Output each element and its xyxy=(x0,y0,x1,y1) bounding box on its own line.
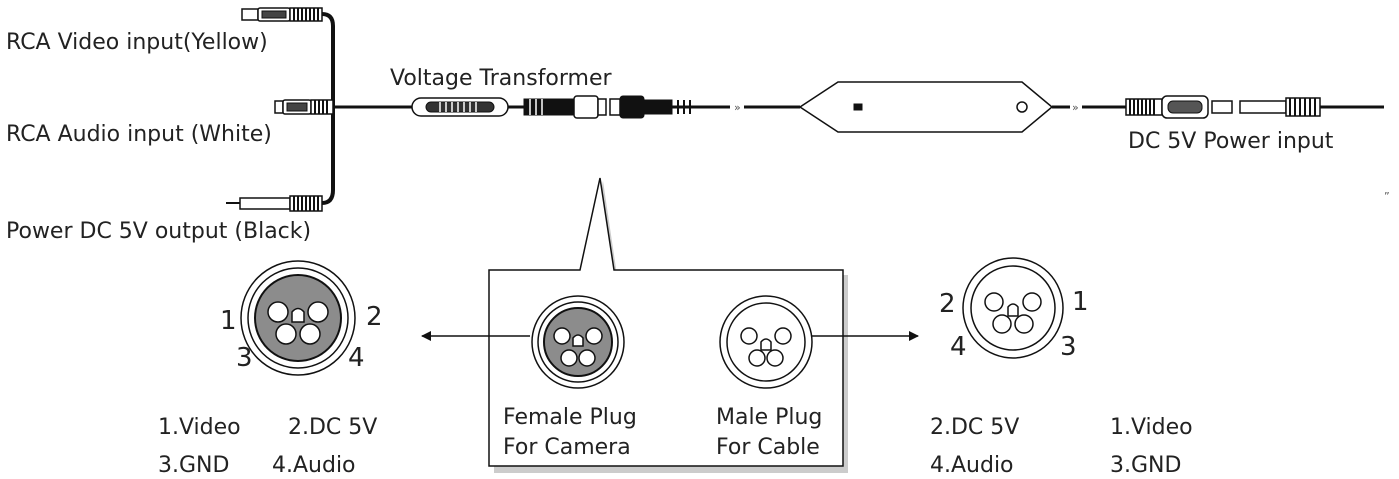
right-pin-1: 1 xyxy=(1072,287,1089,317)
label-voltage-transformer: Voltage Transformer xyxy=(390,66,612,91)
callout-box xyxy=(488,177,848,473)
dc-input-plug xyxy=(1125,95,1384,119)
right-legend-video: 1.Video xyxy=(1110,415,1193,440)
right-legend-gnd: 3.GND xyxy=(1110,453,1181,478)
rca-audio-plug xyxy=(274,99,334,115)
rca-video-plug xyxy=(241,7,323,22)
right-legend-dc5v: 2.DC 5V xyxy=(930,415,1019,440)
main-cable xyxy=(508,95,800,119)
male-plug-label-1: Male Plug xyxy=(716,405,822,430)
male-plug-label-2: For Cable xyxy=(716,435,820,460)
female-plug-icon xyxy=(531,295,625,389)
edge-mark: ” xyxy=(1384,190,1390,203)
left-pin-2: 2 xyxy=(366,302,383,332)
female-plug-label-1: Female Plug xyxy=(503,405,637,430)
right-legend-audio: 4.Audio xyxy=(930,453,1014,478)
voltage-transformer xyxy=(411,97,509,117)
label-rca-audio: RCA Audio input (White) xyxy=(6,122,272,147)
left-pin-4: 4 xyxy=(348,343,365,373)
label-rca-video: RCA Video input(Yellow) xyxy=(6,30,268,55)
rca-branch xyxy=(321,12,412,205)
left-pin-3: 3 xyxy=(236,343,253,373)
right-connector-icon xyxy=(962,257,1064,359)
dc-output-plug xyxy=(226,195,323,212)
controller-box xyxy=(798,81,1054,133)
svg-text:»: » xyxy=(1072,101,1079,114)
left-legend-gnd: 3.GND xyxy=(158,453,229,478)
label-power-output: Power DC 5V output (Black) xyxy=(6,219,311,244)
female-plug-label-2: For Camera xyxy=(503,435,631,460)
right-pin-2: 2 xyxy=(939,289,956,319)
left-legend-dc5v: 2.DC 5V xyxy=(288,415,377,440)
svg-text:»: » xyxy=(734,101,741,114)
left-legend-video: 1.Video xyxy=(158,415,241,440)
label-dc-power-input: DC 5V Power input xyxy=(1128,129,1334,154)
male-plug-icon xyxy=(719,295,813,389)
left-connector-icon xyxy=(240,260,356,376)
left-legend-audio: 4.Audio xyxy=(272,453,356,478)
right-pin-3: 3 xyxy=(1060,332,1077,362)
left-pin-1: 1 xyxy=(220,306,237,336)
right-pin-4: 4 xyxy=(950,332,967,362)
